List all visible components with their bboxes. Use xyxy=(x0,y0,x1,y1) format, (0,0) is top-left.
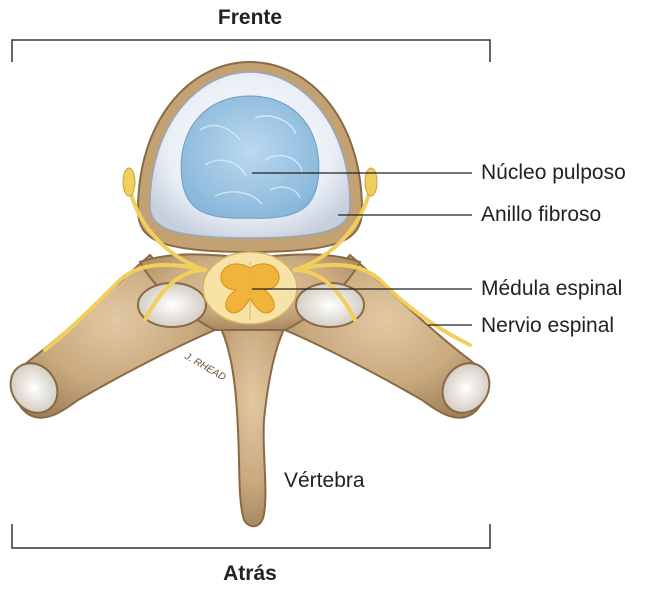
annulus-fibrosus-label: Anillo fibroso xyxy=(481,203,601,227)
front-bracket xyxy=(12,40,490,62)
nucleus-pulposus-label: Núcleo pulposo xyxy=(481,161,626,185)
left-ganglion xyxy=(123,168,135,196)
front-label: Frente xyxy=(0,6,500,30)
spinal-cord-label: Médula espinal xyxy=(481,277,622,301)
back-label: Atrás xyxy=(0,562,500,586)
vertebra-label: Vértebra xyxy=(284,469,365,493)
right-ganglion xyxy=(365,168,377,196)
back-bracket xyxy=(12,524,490,548)
spinal-nerve-label: Nervio espinal xyxy=(481,314,614,338)
nucleus-pulposus xyxy=(181,96,319,218)
artist-signature: J. RHEAD xyxy=(182,351,228,384)
